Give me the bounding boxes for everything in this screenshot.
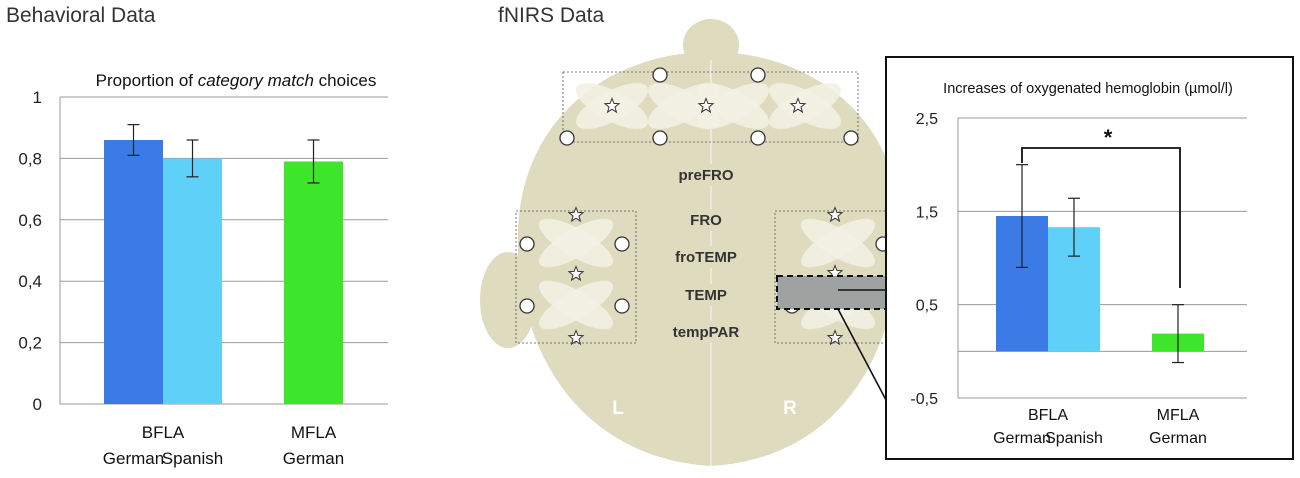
optode-star xyxy=(603,97,621,114)
behavioral-data-title: Behavioral Data xyxy=(6,4,156,27)
behavioral-chart: Proportion of category match choices 0 0,… xyxy=(18,71,388,468)
optode-circle xyxy=(750,130,766,146)
region-label-bg xyxy=(664,321,748,343)
series-label: German xyxy=(1149,430,1207,447)
bar-bfla-spanish xyxy=(163,158,222,404)
chart2-y-ticks: -0,5 0,5 1,5 2,5 xyxy=(910,111,938,408)
region-label-bg xyxy=(664,164,748,186)
optode-star xyxy=(567,329,585,346)
significance-star: * xyxy=(1104,125,1113,150)
optode-star xyxy=(826,206,844,223)
group-label: MFLA xyxy=(291,423,337,442)
y-tick-label: 1 xyxy=(33,88,42,107)
prefro-box xyxy=(562,71,859,143)
optode-star xyxy=(789,97,807,114)
channel-lobe xyxy=(696,83,770,129)
optode-star xyxy=(567,206,585,223)
chart1-y-ticks: 0 0,2 0,4 0,6 0,8 1 xyxy=(18,88,42,414)
fnirs-data-title: fNIRS Data xyxy=(498,4,605,27)
region-label-temp: TEMP xyxy=(685,287,727,304)
region-label-bg xyxy=(664,284,748,306)
series-label: Spanish xyxy=(1045,430,1103,447)
y-tick-label: 1,5 xyxy=(916,204,938,221)
y-tick-label: 0,8 xyxy=(18,149,42,168)
left-hemisphere-label: L xyxy=(612,398,624,419)
region-label-temppar: tempPAR xyxy=(673,324,740,341)
optode-star xyxy=(567,265,585,282)
region-label-prefro: preFRO xyxy=(678,167,733,184)
channel-lobe xyxy=(768,83,842,129)
chart1-bars xyxy=(104,124,343,405)
y-tick-label: 0,5 xyxy=(916,298,938,315)
bar-bfla-german xyxy=(104,139,163,405)
optode-star xyxy=(697,97,715,114)
series-label: German xyxy=(103,449,164,468)
optode-circle xyxy=(614,298,630,314)
chart1-title: Proportion of category match choices xyxy=(96,71,377,90)
y-tick-label: 0,4 xyxy=(18,272,42,291)
group-label: MFLA xyxy=(1157,407,1200,424)
channel-lobe xyxy=(800,218,876,268)
y-tick-label: 0,2 xyxy=(18,334,42,353)
series-label: German xyxy=(283,449,344,468)
series-label: Spanish xyxy=(162,449,223,468)
optode-circle xyxy=(614,236,630,252)
y-tick-label: -0,5 xyxy=(910,391,938,408)
chart2-bars xyxy=(996,164,1204,364)
callout-line-diag xyxy=(837,308,887,401)
region-label-bg xyxy=(664,209,748,231)
significance-bracket: * xyxy=(1021,125,1181,288)
highlight-temp-region xyxy=(776,275,888,310)
channel-lobe xyxy=(538,280,614,330)
optode-circle xyxy=(519,298,535,314)
optode-circle xyxy=(559,130,575,146)
optode-circle xyxy=(519,236,535,252)
channel-lobe xyxy=(538,218,614,268)
optode-circle xyxy=(750,67,766,83)
chart2-title: Increases of oxygenated hemoglobin (µmol… xyxy=(943,81,1233,97)
region-label-fro: FRO xyxy=(690,212,722,229)
optode-star xyxy=(826,329,844,346)
optode-circle xyxy=(652,67,668,83)
y-tick-label: 0 xyxy=(33,395,42,414)
hemoglobin-chart: Increases of oxygenated hemoglobin (µmol… xyxy=(910,81,1247,447)
optode-circle xyxy=(652,130,668,146)
right-hemisphere-label: R xyxy=(783,398,797,419)
optode-circle xyxy=(843,130,859,146)
optode-layer xyxy=(519,67,891,346)
series-label: German xyxy=(993,430,1051,447)
y-tick-label: 0,6 xyxy=(18,211,42,230)
region-label-frotemp: froTEMP xyxy=(675,249,737,266)
region-label-bg xyxy=(664,246,748,268)
head-diagram: preFRO FRO froTEMP TEMP tempPAR L R xyxy=(480,19,900,466)
y-tick-label: 2,5 xyxy=(916,111,938,128)
group-label: BFLA xyxy=(142,423,185,442)
significance-line xyxy=(1021,147,1181,288)
region-labels: preFRO FRO froTEMP TEMP tempPAR xyxy=(664,164,748,343)
group-label: BFLA xyxy=(1028,407,1068,424)
bar-mfla-german xyxy=(284,161,343,404)
